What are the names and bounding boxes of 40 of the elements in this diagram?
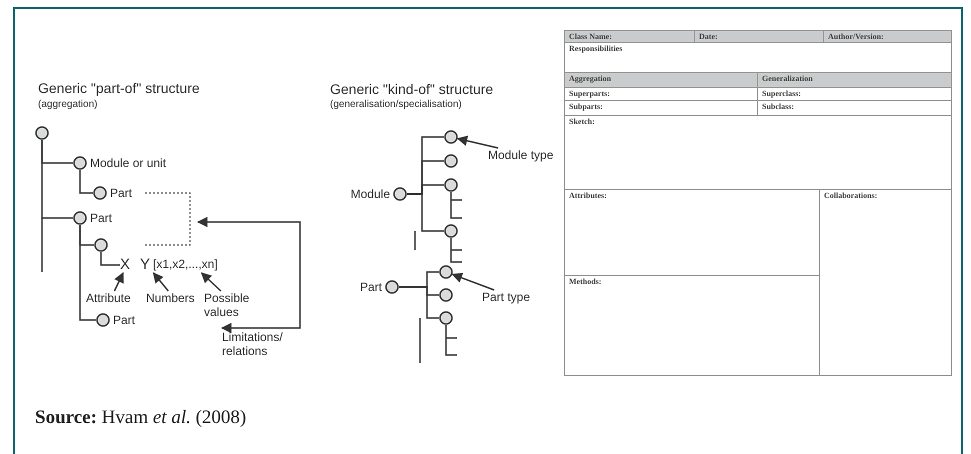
node-label: Part	[110, 186, 132, 200]
connector-line	[41, 140, 73, 219]
annotation-text: Part type	[482, 290, 544, 304]
heading: Generic "kind-of" structure	[330, 81, 494, 98]
annotation-text: Attribute	[86, 291, 136, 305]
arrow	[452, 272, 494, 291]
connector-line	[79, 225, 96, 321]
variable-symbol: X	[120, 257, 134, 273]
connector-line	[399, 286, 439, 319]
arrow	[114, 272, 124, 292]
connector-line	[79, 170, 93, 194]
form-header: Date:	[694, 30, 824, 43]
node-label: Module	[350, 187, 390, 201]
subheading: (generalisation/specialisation)	[330, 98, 462, 111]
arrow	[200, 272, 222, 292]
form-field: Methods:	[564, 275, 820, 376]
form-header: Author/Version:	[823, 30, 952, 43]
annotation-text: Possible values	[204, 291, 270, 321]
annotation-text: Numbers	[146, 291, 202, 305]
arrow	[196, 216, 301, 334]
subheading: (aggregation)	[38, 98, 98, 111]
node-label: Part	[360, 280, 382, 294]
form-field: Sketch:	[564, 115, 952, 190]
node-label: Part	[113, 313, 136, 327]
annotation-text: Limitations/ relations	[222, 330, 292, 360]
form-header: Class Name:	[564, 30, 695, 43]
heading: Generic "part-of" structure	[38, 80, 200, 97]
variable-symbol: Y	[140, 257, 154, 273]
node-label: Part	[90, 211, 112, 225]
form-header: Generalization	[757, 72, 952, 88]
connector-line	[100, 252, 120, 266]
source-caption: Source: Hvam et al. (2008)	[35, 406, 246, 430]
value-list: [x1,x2,...,xn]	[153, 257, 233, 273]
form-field: Collaborations:	[819, 189, 952, 376]
form-header: Aggregation	[564, 72, 758, 88]
arrow	[456, 136, 498, 149]
connector-line	[407, 193, 444, 232]
node-label: Module or unit	[90, 156, 166, 170]
form-field: Responsibilities	[564, 42, 952, 73]
arrow	[152, 272, 169, 292]
